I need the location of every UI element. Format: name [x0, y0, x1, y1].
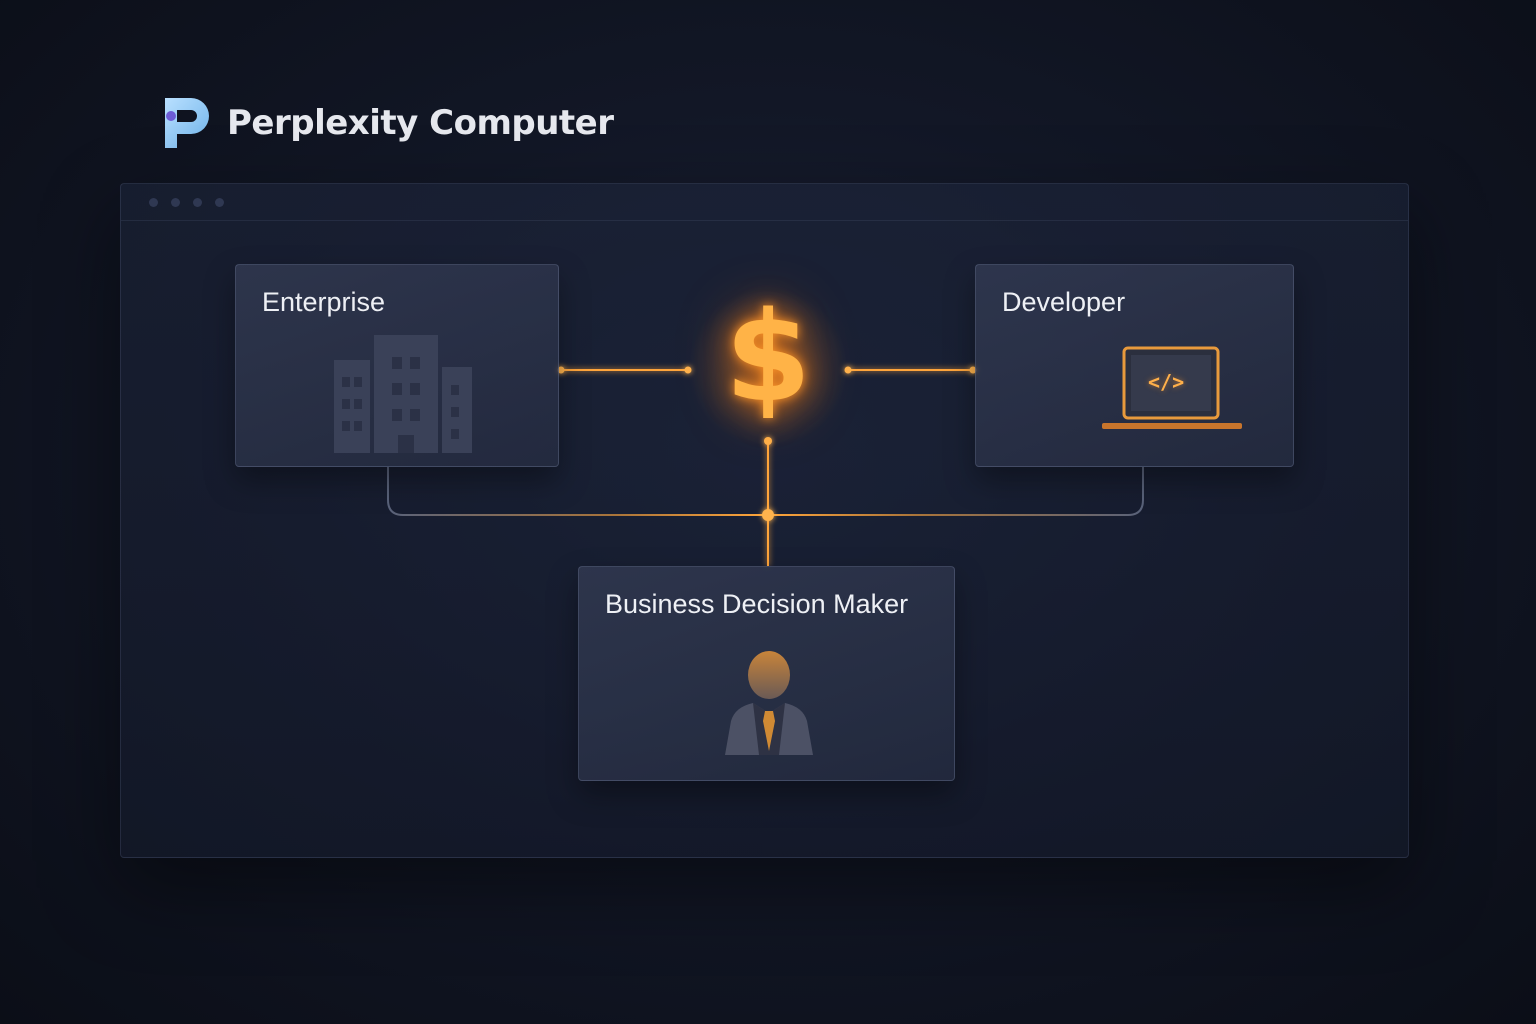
connector-hub-dot	[762, 509, 774, 521]
perplexity-logo-icon	[165, 98, 209, 148]
connector-node-dot	[764, 437, 772, 445]
connector-node-dot	[557, 366, 565, 374]
window-title-bar	[121, 184, 1408, 221]
connector-enterprise-developer-bracket	[387, 467, 1144, 516]
dollar-glow	[688, 288, 848, 448]
node-business-decision-maker: Business Decision Maker	[578, 566, 955, 781]
window-control-dot	[215, 198, 224, 207]
businessman-icon	[725, 651, 813, 755]
node-bdm-title: Business Decision Maker	[605, 589, 909, 619]
office-building-icon	[334, 335, 472, 453]
node-developer-title: Developer	[1002, 287, 1126, 317]
brand-header: Perplexity Computer	[163, 96, 614, 150]
window-control-dot	[171, 198, 180, 207]
node-enterprise-title: Enterprise	[262, 287, 386, 317]
brand-name: Perplexity Computer	[227, 103, 614, 143]
window-control-dot	[149, 198, 158, 207]
dollar-icon: $	[724, 286, 812, 430]
window-control-dot	[193, 198, 202, 207]
node-developer: Developer </>	[975, 264, 1294, 467]
laptop-code-icon	[1102, 346, 1242, 429]
connector-node-dot	[684, 366, 692, 374]
connector-node-dot	[844, 366, 852, 374]
node-enterprise: Enterprise	[235, 264, 559, 467]
connector-node-dot	[969, 366, 977, 374]
code-symbol: </>	[1148, 370, 1185, 394]
